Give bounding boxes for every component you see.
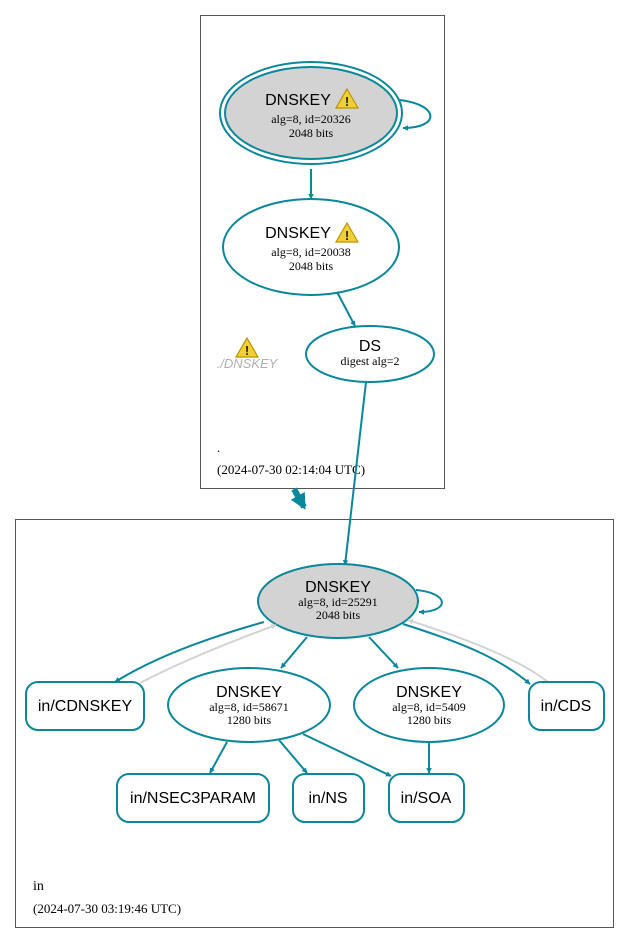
in-zone-name: in bbox=[33, 879, 44, 894]
root-zone-timestamp: (2024-07-30 02:14:04 UTC) bbox=[217, 462, 365, 477]
warning-icon: ! bbox=[234, 336, 260, 358]
warning-icon: ! bbox=[334, 221, 360, 243]
ds-node[interactable]: DS digest alg=2 bbox=[305, 325, 435, 383]
in-ksk-node[interactable]: DNSKEY alg=8, id=25291 2048 bits bbox=[257, 563, 419, 639]
rrset-soa-label: in/SOA bbox=[401, 790, 452, 807]
ds-detail: digest alg=2 bbox=[340, 354, 399, 368]
in-ksk-to-zsk1-edge bbox=[280, 636, 308, 669]
in-zsk1-detail: alg=8, id=58671 bbox=[209, 700, 289, 714]
rrset-cdnskey[interactable]: in/CDNSKEY bbox=[25, 681, 145, 731]
zsk1-to-ns-edge bbox=[278, 739, 308, 774]
root-dnskey-ghost: ! ./DNSKEY bbox=[217, 336, 279, 371]
in-ksk-to-zsk2-edge bbox=[368, 636, 399, 669]
ds-title: DS bbox=[359, 338, 381, 355]
root-zone-cluster bbox=[200, 15, 445, 489]
ghost-label: ./DNSKEY bbox=[217, 356, 279, 371]
root-zsk-node[interactable]: DNSKEY ! alg=8, id=20038 2048 bits bbox=[222, 198, 400, 296]
warning-icon: ! bbox=[334, 87, 360, 109]
zsk1-to-soa-edge bbox=[302, 733, 392, 777]
root-zsk-to-ds-edge bbox=[336, 291, 356, 327]
cds-to-in-ksk-edge bbox=[407, 618, 549, 683]
root-ksk-bits: 2048 bits bbox=[289, 126, 334, 140]
in-zsk1-title: DNSKEY bbox=[216, 684, 282, 701]
rrset-cds-label: in/CDS bbox=[541, 698, 592, 715]
in-ksk-bits: 2048 bits bbox=[316, 608, 361, 622]
root-ksk-node[interactable]: DNSKEY ! alg=8, id=20326 2048 bits bbox=[219, 61, 403, 165]
rrset-ns[interactable]: in/NS bbox=[292, 773, 365, 823]
in-zone-timestamp: (2024-07-30 03:19:46 UTC) bbox=[33, 901, 181, 916]
in-ksk-detail: alg=8, id=25291 bbox=[298, 595, 378, 609]
in-ksk-title: DNSKEY bbox=[305, 579, 371, 596]
in-zsk2-title: DNSKEY bbox=[396, 684, 462, 701]
in-zsk1-bits: 1280 bits bbox=[227, 713, 272, 727]
in-zsk2-bits: 1280 bits bbox=[407, 713, 452, 727]
rrset-cds[interactable]: in/CDS bbox=[528, 681, 605, 731]
in-ksk-to-cds-edge bbox=[402, 623, 531, 685]
rrset-ns-label: in/NS bbox=[308, 790, 347, 807]
svg-text:!: ! bbox=[245, 343, 249, 358]
root-zsk-title: DNSKEY bbox=[265, 225, 331, 242]
in-zsk2-node[interactable]: DNSKEY alg=8, id=5409 1280 bits bbox=[353, 667, 505, 743]
svg-text:!: ! bbox=[345, 228, 349, 243]
delegation-edge bbox=[290, 487, 307, 510]
rrset-nsec3param-label: in/NSEC3PARAM bbox=[130, 790, 256, 807]
rrset-soa[interactable]: in/SOA bbox=[388, 773, 465, 823]
rrset-nsec3param[interactable]: in/NSEC3PARAM bbox=[116, 773, 270, 823]
root-zsk-detail: alg=8, id=20038 bbox=[271, 245, 351, 259]
in-zsk1-node[interactable]: DNSKEY alg=8, id=58671 1280 bits bbox=[167, 667, 331, 743]
root-ksk-title: DNSKEY bbox=[265, 92, 331, 109]
root-ksk-self-edge bbox=[399, 99, 432, 131]
in-zone-cluster bbox=[15, 519, 614, 928]
zsk1-to-nsec3param-edge bbox=[209, 741, 228, 774]
ds-to-in-ksk-edge bbox=[342, 381, 367, 566]
in-ksk-self-edge bbox=[415, 589, 443, 615]
rrset-cdnskey-label: in/CDNSKEY bbox=[38, 698, 133, 715]
in-zsk2-detail: alg=8, id=5409 bbox=[392, 700, 466, 714]
root-zone-name: . bbox=[217, 440, 220, 455]
svg-text:!: ! bbox=[345, 94, 349, 109]
in-ksk-to-cdnskey-edge bbox=[114, 621, 265, 683]
root-ksk-detail: alg=8, id=20326 bbox=[271, 112, 351, 126]
root-zsk-bits: 2048 bits bbox=[289, 259, 334, 273]
cdnskey-to-in-ksk-edge bbox=[139, 624, 277, 684]
